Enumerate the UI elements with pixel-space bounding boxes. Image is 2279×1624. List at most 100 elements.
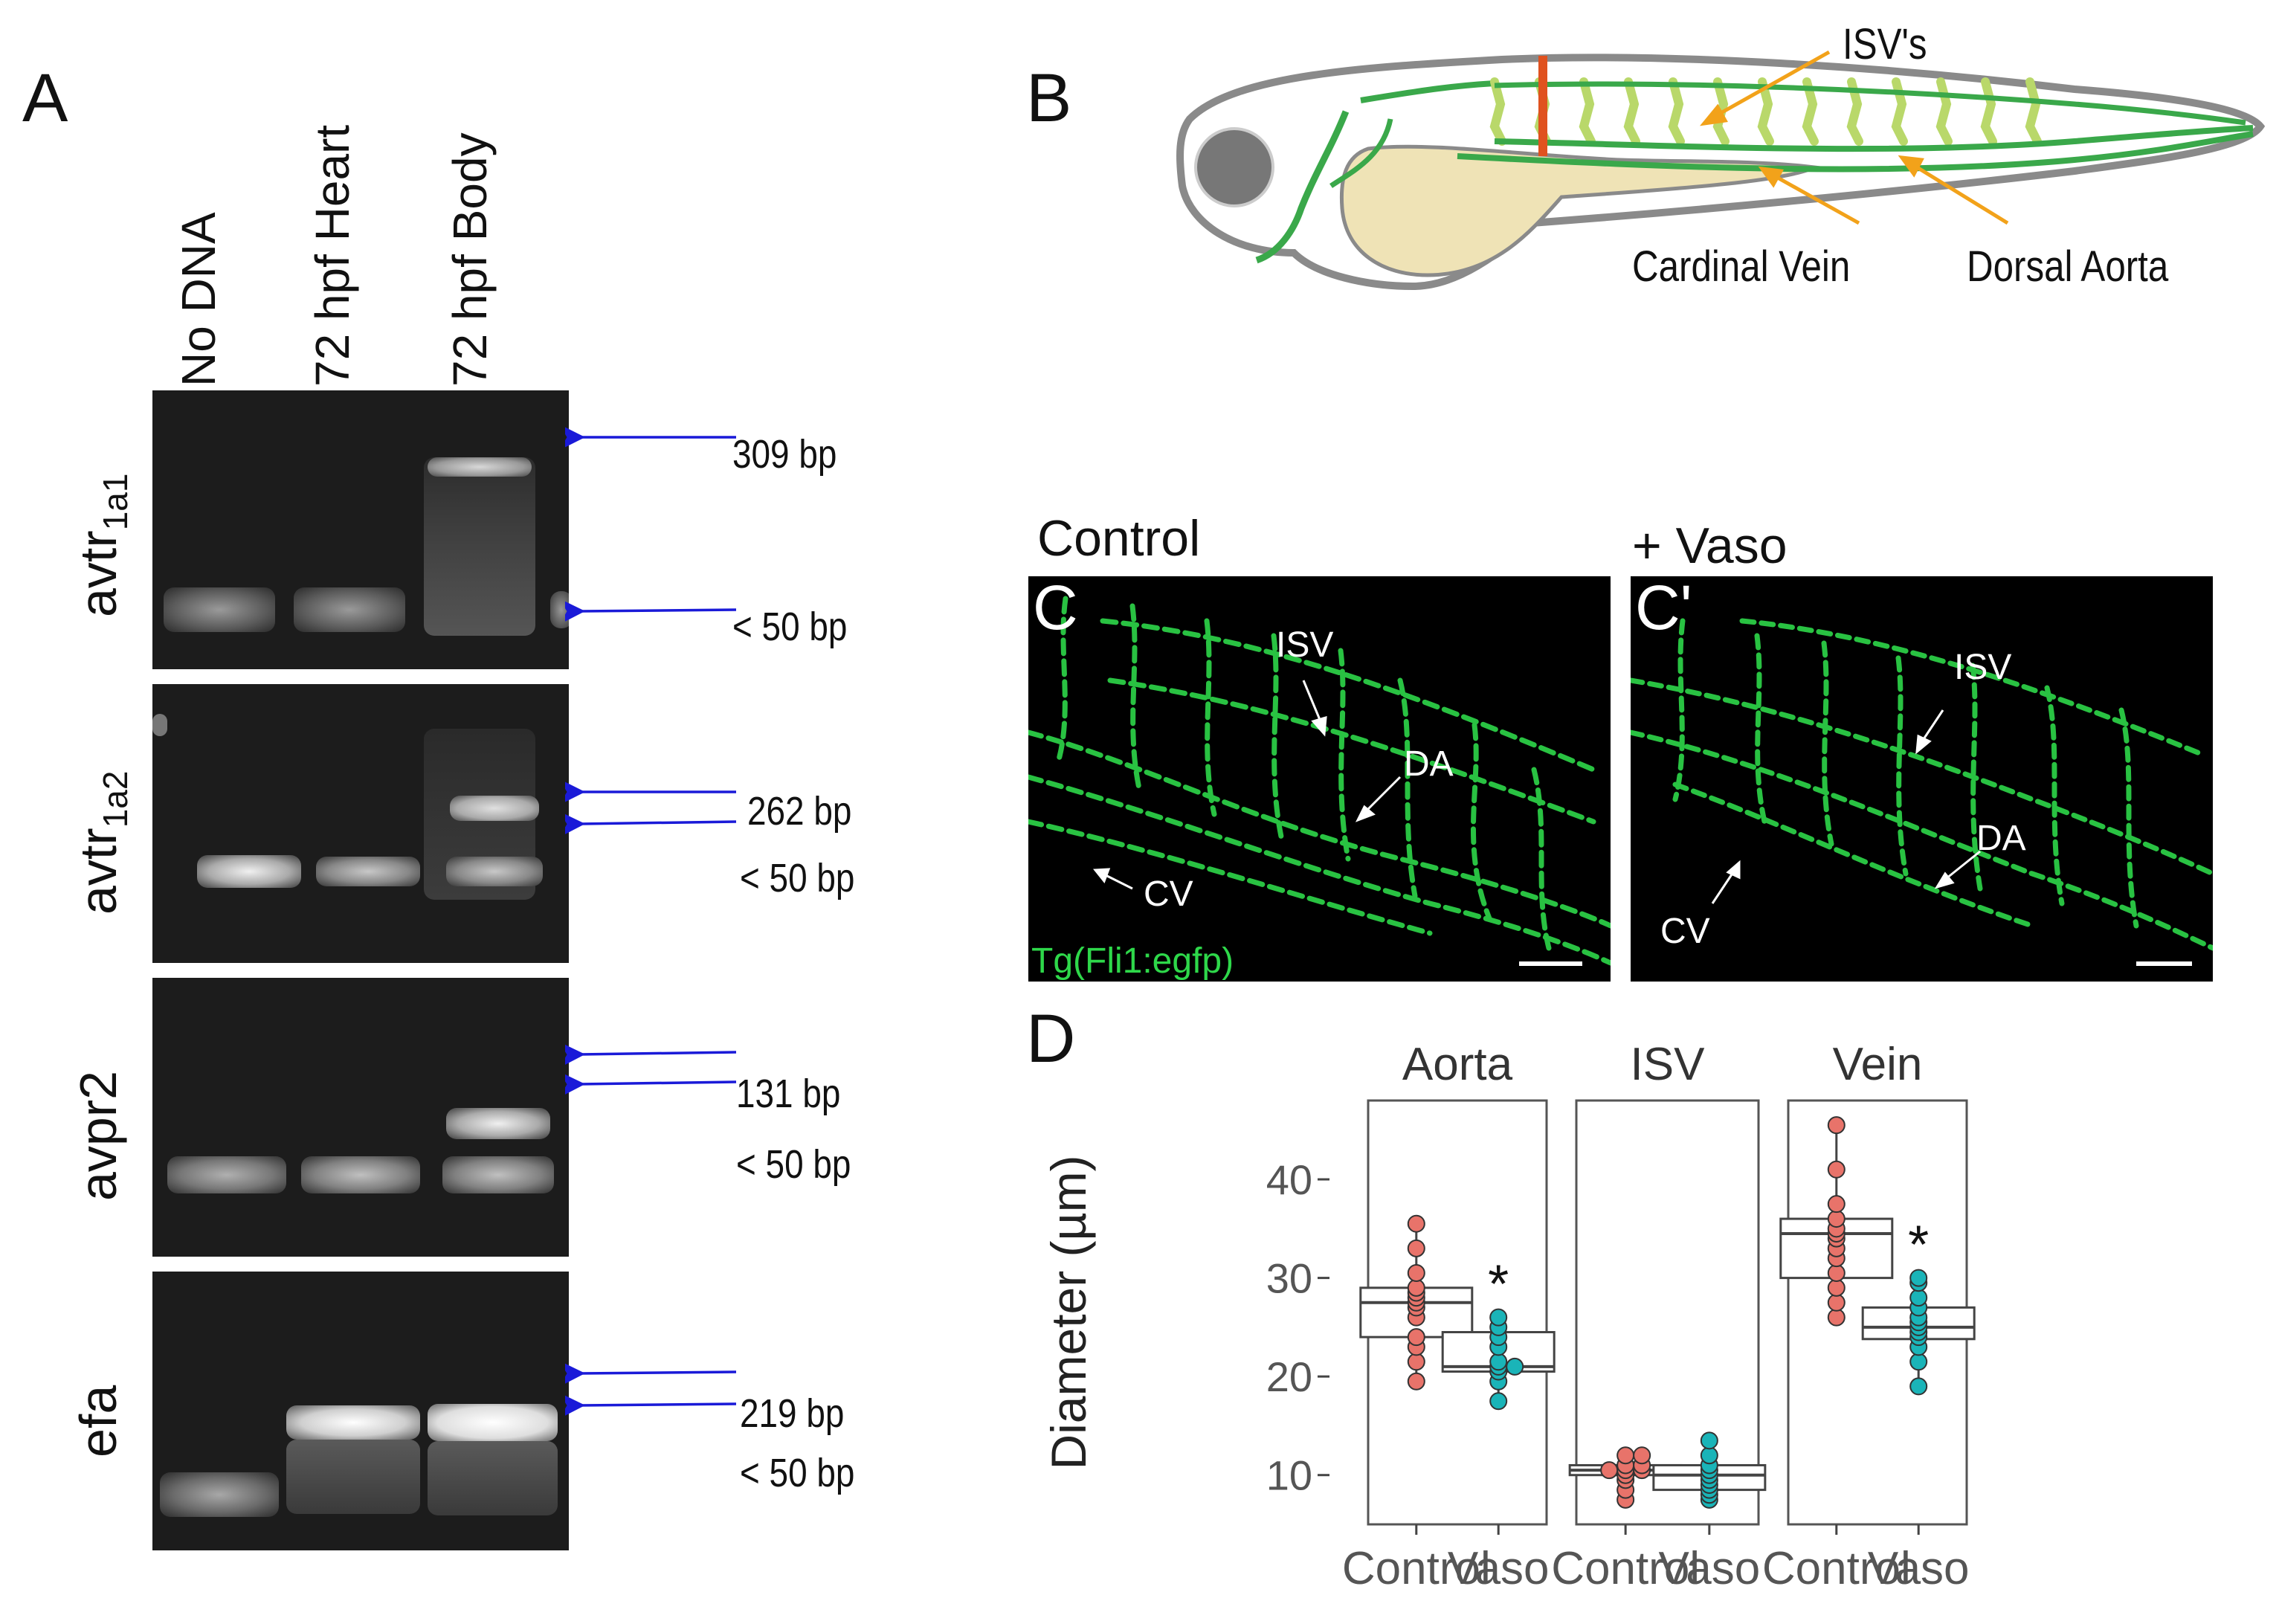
data-point	[1407, 1214, 1425, 1233]
x-tick-label: Control	[1342, 1543, 1491, 1594]
data-point	[1827, 1195, 1846, 1214]
label-dorsal-aorta: Dorsal Aorta	[1967, 242, 2169, 291]
isv-vessel	[1980, 77, 1997, 146]
data-point	[1909, 1269, 1928, 1287]
data-point	[1700, 1446, 1718, 1465]
x-tick-label: Control	[1762, 1543, 1911, 1594]
significance-star: *	[1908, 1216, 1929, 1275]
y-tick-label: 30	[1266, 1255, 1312, 1302]
gel-band	[301, 1156, 420, 1193]
gel-efa	[152, 1272, 569, 1550]
isv-vessel	[1757, 77, 1774, 146]
y-tick-label: 20	[1266, 1353, 1312, 1400]
marker-label-219bp: 219 bp	[740, 1391, 845, 1436]
isv-vessel	[1802, 77, 1819, 146]
lane-label-heart: 72 hpf Heart	[306, 124, 359, 387]
data-point	[1909, 1353, 1928, 1371]
marker-arrow	[565, 1071, 737, 1098]
data-point	[1600, 1461, 1619, 1480]
isv-vessel	[1489, 77, 1506, 146]
data-point	[1407, 1372, 1425, 1391]
gel-band	[197, 855, 301, 888]
gene-label-avtr1a1: avtr1a1	[69, 473, 135, 617]
isv-vessel	[1668, 77, 1685, 146]
isv-vessel	[1623, 77, 1640, 146]
panel-d-letter: D	[1026, 1001, 1076, 1077]
gel-band	[167, 1156, 286, 1193]
gene-label-efa: efa	[69, 1385, 127, 1457]
vessel-network	[1028, 596, 1611, 966]
isv-vessel	[2025, 77, 2042, 146]
marker-arrow	[565, 1041, 737, 1068]
micrograph-letter: C'	[1635, 576, 1692, 642]
data-point	[1616, 1446, 1635, 1465]
x-tick-label: Vaso	[1658, 1543, 1760, 1594]
data-point	[1407, 1278, 1425, 1297]
gel-band	[152, 714, 167, 736]
gene-label-avpr2: avpr2	[69, 1070, 127, 1201]
label-cv: CV	[1660, 912, 1710, 951]
marker-arrow	[565, 598, 737, 625]
marker-arrow	[565, 1392, 737, 1419]
data-point	[1700, 1431, 1718, 1450]
gel-band	[164, 587, 275, 632]
marker-label-309bp: 309 bp	[732, 432, 837, 477]
zebrafish-diagram	[1176, 50, 2266, 291]
marker-label-262bp: 262 bp	[747, 789, 852, 834]
y-tick-label: 10	[1266, 1452, 1312, 1499]
label-da: DA	[1404, 744, 1454, 784]
y-axis-label: Diameter (µm)	[1041, 1155, 1096, 1469]
isv-vessel	[1846, 77, 1863, 146]
diameter-boxplot: Diameter (µm)10203040AortaControlVasoISV…	[1041, 1039, 1976, 1594]
gel-band	[286, 1440, 420, 1514]
marker-label-50bp: < 50 bp	[732, 605, 848, 649]
gel-band	[294, 587, 405, 632]
transgene-label: Tg(Fli1:egfp)	[1031, 941, 1234, 981]
marker-arrows	[565, 424, 737, 1419]
x-tick-label: Vaso	[1448, 1543, 1550, 1594]
label-cardinal-vein: Cardinal Vein	[1632, 242, 1851, 291]
x-tick-label: Vaso	[1868, 1543, 1970, 1594]
gel-band-131bp	[446, 1108, 550, 1139]
significance-star: *	[1488, 1255, 1509, 1315]
gel-avpr2	[152, 978, 569, 1257]
data-point	[1827, 1116, 1846, 1135]
gel-band-219bp	[428, 1404, 558, 1441]
lane-label-body: 72 hpf Body	[443, 132, 497, 387]
x-tick-label: Control	[1551, 1543, 1700, 1594]
gel-band-219bp	[286, 1405, 420, 1440]
panel-b-letter: B	[1026, 60, 1072, 136]
gel-band-262bp	[450, 796, 539, 821]
marker-label-50bp: < 50 bp	[740, 1451, 855, 1495]
facet-label: ISV	[1631, 1039, 1706, 1090]
gel-avtr1a1	[152, 390, 569, 669]
data-point	[1407, 1263, 1425, 1282]
data-point	[1827, 1308, 1846, 1327]
title-control: Control	[1037, 510, 1201, 567]
label-cv: CV	[1144, 874, 1193, 914]
facet-label: Aorta	[1402, 1039, 1513, 1090]
gel-band	[442, 1156, 554, 1193]
micrograph-control: C ISV DA CV Tg(Fli1:egfp)	[1028, 576, 1611, 982]
marker-label-131bp: 131 bp	[736, 1072, 841, 1116]
data-point	[1827, 1210, 1846, 1228]
gel-band	[428, 1441, 558, 1515]
gel-band	[424, 457, 535, 636]
label-isvs: ISV's	[1843, 20, 1927, 68]
marker-arrow	[565, 811, 737, 837]
data-point	[1827, 1278, 1846, 1297]
facet-label: Vein	[1833, 1039, 1923, 1090]
isv-vessel	[1935, 77, 1953, 146]
gel-band	[316, 857, 420, 886]
y-tick-label: 40	[1266, 1156, 1312, 1203]
micrograph-vaso: C' ISV DA CV	[1631, 576, 2213, 982]
data-point	[1489, 1308, 1508, 1327]
label-isv: ISV	[1276, 625, 1334, 665]
data-point	[1909, 1289, 1928, 1307]
label-da: DA	[1976, 819, 2026, 858]
data-point	[1827, 1293, 1846, 1312]
micrograph-letter: C	[1033, 576, 1078, 642]
gel-band	[446, 857, 543, 886]
data-point	[1827, 1263, 1846, 1282]
data-point	[1407, 1328, 1425, 1347]
